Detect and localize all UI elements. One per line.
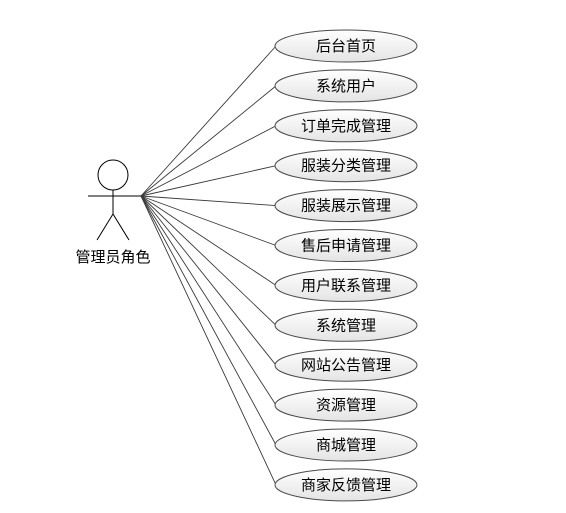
use-case-ellipse — [274, 29, 418, 63]
use-case: 服装展示管理 — [274, 189, 418, 223]
association-line — [140, 195, 277, 286]
use-case-label: 服装展示管理 — [301, 197, 391, 215]
use-case: 售后申请管理 — [274, 229, 418, 262]
use-case-list: 后台首页系统用户订单完成管理服装分类管理服装展示管理售后申请管理用户联系管理系统… — [274, 29, 418, 502]
use-case-ellipse — [274, 109, 418, 143]
use-case-label: 资源管理 — [316, 396, 376, 414]
use-case: 资源管理 — [274, 388, 418, 422]
use-case-label: 网站公告管理 — [301, 356, 391, 374]
use-case-label: 系统管理 — [316, 316, 376, 334]
use-case-label: 系统用户 — [316, 77, 376, 95]
use-case-ellipse — [274, 189, 418, 223]
use-case-label: 售后申请管理 — [301, 237, 391, 255]
use-case: 系统管理 — [274, 308, 418, 342]
association-line — [140, 165, 277, 197]
use-case-ellipse — [274, 268, 418, 302]
use-case: 系统用户 — [274, 69, 418, 103]
association-line — [140, 85, 277, 197]
use-case-label: 商家反馈管理 — [301, 476, 391, 494]
use-case-label: 用户联系管理 — [301, 276, 391, 294]
actor-head — [97, 159, 129, 191]
use-case-label: 服装分类管理 — [301, 157, 391, 175]
association-line — [140, 195, 277, 326]
use-case: 商城管理 — [274, 428, 418, 462]
use-case-ellipse — [274, 348, 418, 382]
use-case-ellipse — [274, 468, 418, 502]
actor-figure: 管理员角色 — [75, 159, 151, 266]
use-case-label: 商城管理 — [316, 436, 376, 454]
use-case-ellipse — [274, 428, 418, 462]
association-line — [140, 195, 277, 446]
actor-label: 管理员角色 — [75, 248, 150, 266]
use-case: 服装分类管理 — [274, 149, 418, 183]
use-case-ellipse — [274, 388, 418, 422]
use-case: 用户联系管理 — [274, 268, 418, 302]
use-case-ellipse — [274, 149, 418, 183]
use-case-ellipse — [274, 308, 418, 342]
association-line — [140, 195, 277, 366]
association-line — [140, 195, 277, 406]
use-case-ellipse — [274, 69, 418, 103]
association-line — [140, 45, 277, 197]
actor-right-leg — [112, 213, 130, 241]
use-case: 网站公告管理 — [274, 348, 418, 382]
use-case-label: 订单完成管理 — [301, 117, 391, 135]
association-lines — [140, 45, 277, 486]
use-case: 商家反馈管理 — [274, 468, 418, 502]
use-case: 后台首页 — [274, 29, 418, 63]
association-line — [140, 195, 277, 207]
association-line — [140, 195, 277, 486]
association-line — [140, 195, 277, 246]
use-case: 订单完成管理 — [274, 109, 418, 143]
use-case-ellipse — [274, 229, 418, 262]
association-line — [140, 125, 277, 197]
use-case-label: 后台首页 — [316, 37, 376, 55]
actor-left-leg — [96, 213, 114, 241]
